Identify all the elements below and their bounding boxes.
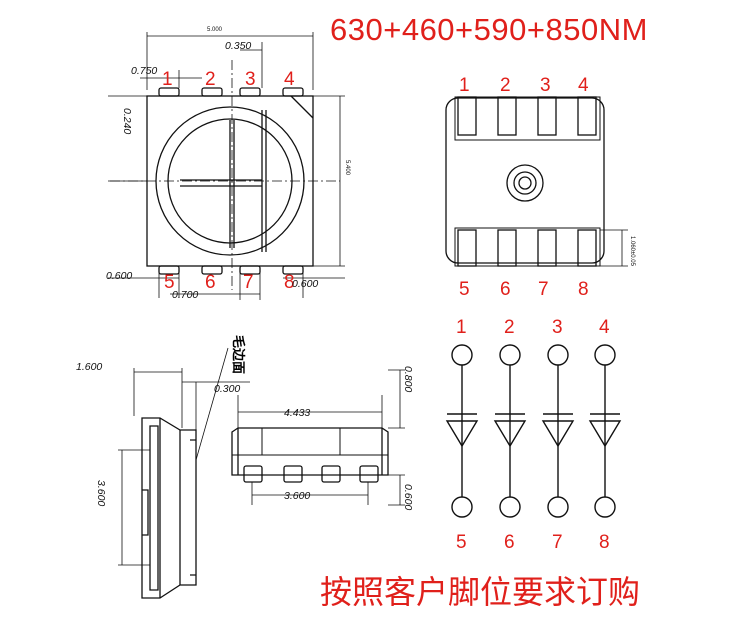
led-diode-1 [445,344,479,518]
schematic-cathode-label: 7 [552,532,563,553]
top-view-pin-label: 1 [162,69,173,90]
dim-pitch-small: 0.350 [225,40,251,52]
dim-thickness: 1.600 [76,361,102,373]
schematic-anode-label: 4 [599,317,610,338]
dim-right-bottom: 0.600 [292,278,318,290]
dim-left-bottom: 0.600 [106,270,132,282]
top-pad-6 [201,265,223,275]
top-view-pin-label: 5 [164,272,175,293]
schematic-anode-label: 1 [456,317,467,338]
dim-length: 3.600 [95,480,107,506]
top-view-pin-label: 8 [284,272,295,293]
top-view-pin-label: 2 [205,69,216,90]
dim-height-offset: 0.240 [121,108,133,134]
top-view-pin-label: 3 [245,69,256,90]
dim-bottom-height: 0.600 [402,484,414,510]
led-diode-3 [541,344,575,518]
order-note: 按照客户脚位要求订购 [320,574,641,610]
dim-burr: 0.300 [214,383,240,395]
bottom-view-pin-label: 5 [459,279,470,300]
schematic-cathode-label: 6 [504,532,515,553]
top-view-drawing [108,32,345,300]
front-pad-4 [359,465,379,483]
bottom-view-pin-label: 2 [500,75,511,96]
top-view-pin-label: 6 [205,272,216,293]
dim-height: 5.400 [344,160,350,176]
polarity-mark-inner [518,176,532,190]
top-pad-3 [239,87,261,97]
dim-top-width: 4.433 [284,407,310,419]
bottom-view-pin-label: 4 [578,75,589,96]
dim-top-height: 0.800 [402,366,414,392]
bottom-pad-4 [577,96,597,136]
dim-pin-offset: 0.750 [131,65,157,77]
top-pad-4 [282,87,304,97]
dim-pad: 1.060±0.05 [629,236,635,267]
dim-pin-width: 0.700 [172,289,198,301]
bottom-view-drawing [445,96,628,267]
bottom-view-pin-label: 1 [459,75,470,96]
bottom-pad-2 [497,96,517,136]
bottom-pad-1 [457,96,477,136]
side-view-drawing [118,347,250,599]
front-view-drawing [231,369,405,506]
polarity-mark-outer [506,164,544,202]
bottom-view-pin-label: 6 [500,279,511,300]
schematic-cathode-label: 5 [456,532,467,553]
bottom-pad-8 [577,229,597,267]
dim-width: 5.000 [207,27,223,33]
schematic [445,344,622,518]
wavelength-title: 630+460+590+850NM [330,12,648,47]
bottom-pad-5 [457,229,477,267]
top-view-pin-label: 4 [284,69,295,90]
led-diode-4 [588,344,622,518]
bottom-view-pin-label: 3 [540,75,551,96]
bottom-view-pin-label: 8 [578,279,589,300]
bottom-pad-7 [537,229,557,267]
dim-bottom-width: 3.600 [284,490,310,502]
front-pad-2 [283,465,303,483]
bottom-pad-6 [497,229,517,267]
top-pad-1 [158,87,180,97]
front-pad-3 [321,465,341,483]
led-diode-2 [493,344,527,518]
bottom-pad-3 [537,96,557,136]
top-pad-2 [201,87,223,97]
polarity-mark-middle [513,171,537,195]
top-view-pin-label: 7 [243,272,254,293]
bottom-view-pin-label: 7 [538,279,549,300]
schematic-cathode-label: 8 [599,532,610,553]
schematic-anode-label: 3 [552,317,563,338]
front-pad-1 [243,465,263,483]
schematic-anode-label: 2 [504,317,515,338]
bottom-view-body [445,97,605,264]
burr-face-label: 毛边面 [230,335,246,374]
